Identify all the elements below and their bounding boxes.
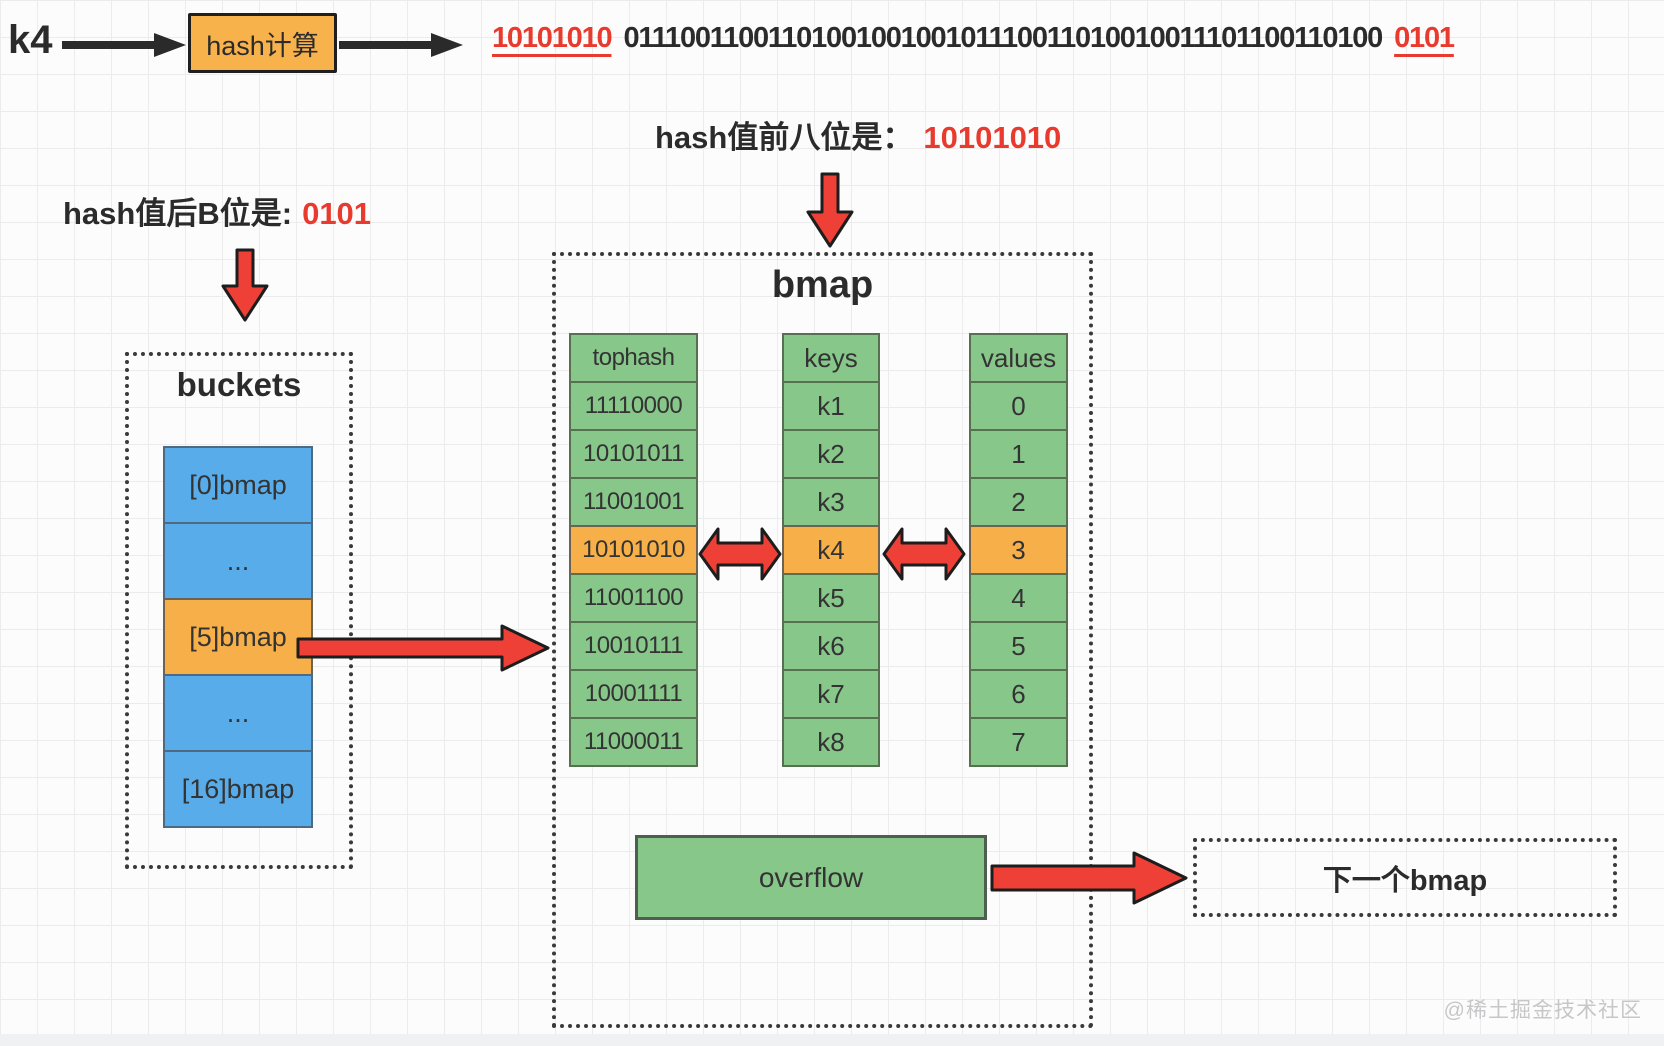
key-cell-highlighted: k4	[782, 525, 880, 575]
hash-suffix-bits: 0101	[1394, 22, 1455, 54]
back-bits-annotation: hash值后B位是: 0101	[63, 188, 371, 233]
hash-function-label: hash计算	[206, 30, 319, 61]
next-bmap-box: 下一个bmap	[1193, 838, 1617, 917]
bmap-container: bmap	[552, 252, 1093, 1028]
key-cell: k5	[782, 573, 880, 623]
back-bits-value: 0101	[302, 196, 372, 231]
tophash-column: tophash 11110000 10101011 11001001 10101…	[569, 333, 698, 767]
back-bits-text: hash值后B位是:	[63, 196, 293, 231]
arrow-right-icon	[990, 851, 1188, 905]
key-cell: k1	[782, 381, 880, 431]
tophash-cell-highlighted: 10101010	[569, 525, 698, 575]
value-cell: 5	[969, 621, 1068, 671]
arrow-left-right-icon	[882, 527, 966, 581]
bmap-title: bmap	[771, 264, 874, 306]
front-bits-annotation: hash值前八位是： 10101010	[655, 112, 1061, 157]
arrow-right-icon	[296, 624, 550, 672]
arrow-right-icon	[339, 33, 463, 57]
bucket-cell-0: [0]bmap	[163, 446, 313, 524]
tophash-cell: 11001100	[569, 573, 698, 623]
value-cell: 0	[969, 381, 1068, 431]
arrow-down-icon	[221, 248, 269, 322]
next-bmap-label: 下一个bmap	[1322, 864, 1488, 897]
hash-binary-string: 10101010 01110011001101001001001011100110…	[492, 22, 1455, 55]
footer-strip	[0, 1034, 1664, 1046]
arrow-left-right-icon	[698, 527, 782, 581]
key-cell: k3	[782, 477, 880, 527]
buckets-container: buckets	[125, 352, 353, 869]
key-cell: k6	[782, 621, 880, 671]
value-cell: 6	[969, 669, 1068, 719]
hash-prefix-bits: 10101010	[492, 22, 613, 54]
overflow-label: overflow	[758, 861, 864, 893]
front-bits-value: 10101010	[923, 120, 1062, 155]
tophash-cell: 11001001	[569, 477, 698, 527]
bucket-cell-ellipsis: ...	[163, 522, 313, 600]
watermark: @稀土掘金技术社区	[1443, 999, 1642, 1022]
tophash-cell: 10001111	[569, 669, 698, 719]
keys-column: keys k1 k2 k3 k4 k5 k6 k7 k8	[782, 333, 880, 767]
overflow-box: overflow	[635, 835, 987, 920]
values-column: values 0 1 2 3 4 5 6 7	[969, 333, 1068, 767]
bucket-cell-5-highlighted: [5]bmap	[163, 598, 313, 676]
value-cell: 7	[969, 717, 1068, 767]
hash-middle-bits: 0111001100110100100100101110011010010011…	[623, 22, 1383, 54]
keys-header: keys	[782, 333, 880, 383]
key-cell: k7	[782, 669, 880, 719]
value-cell-highlighted: 3	[969, 525, 1068, 575]
value-cell: 1	[969, 429, 1068, 479]
tophash-cell: 11110000	[569, 381, 698, 431]
bucket-cell-ellipsis: ...	[163, 674, 313, 752]
tophash-cell: 11000011	[569, 717, 698, 767]
front-bits-text: hash值前八位是：	[655, 120, 914, 155]
values-header: values	[969, 333, 1068, 383]
tophash-header: tophash	[569, 333, 698, 383]
key-label: k4	[8, 18, 53, 62]
tophash-cell: 10010111	[569, 621, 698, 671]
hash-function-box: hash计算	[188, 13, 337, 73]
key-cell: k2	[782, 429, 880, 479]
value-cell: 2	[969, 477, 1068, 527]
bucket-cell-16: [16]bmap	[163, 750, 313, 828]
arrow-right-icon	[62, 33, 186, 57]
value-cell: 4	[969, 573, 1068, 623]
key-cell: k8	[782, 717, 880, 767]
buckets-title: buckets	[176, 366, 302, 403]
tophash-cell: 10101011	[569, 429, 698, 479]
arrow-down-icon	[806, 172, 854, 248]
buckets-array: [0]bmap ... [5]bmap ... [16]bmap	[163, 446, 313, 828]
